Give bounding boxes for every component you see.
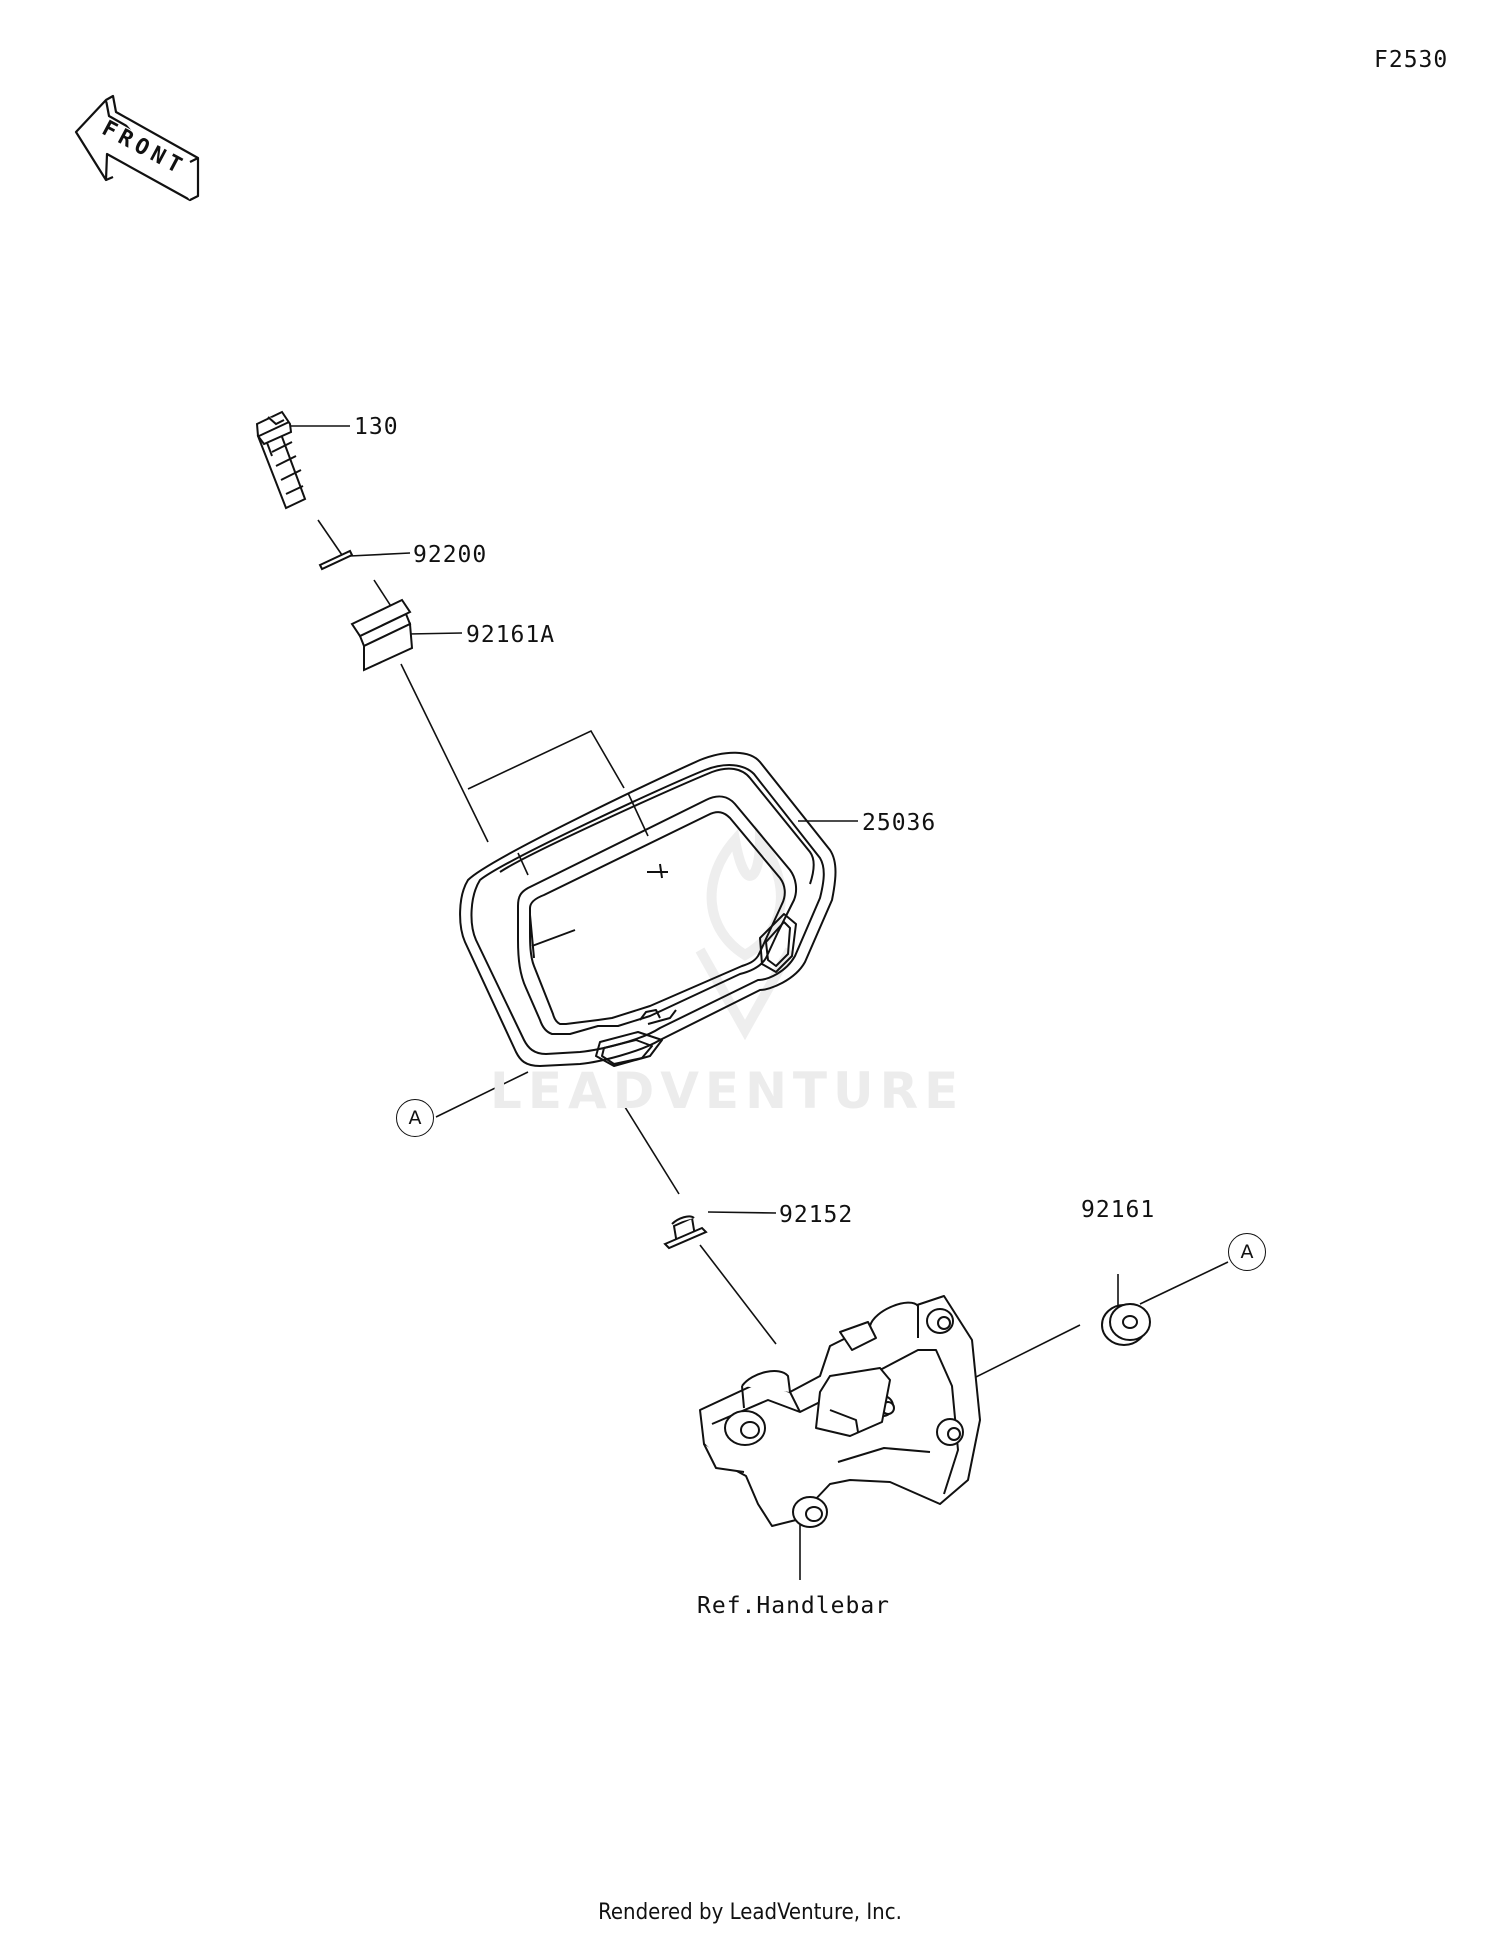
washer-92200 bbox=[318, 549, 354, 571]
part-label-130[interactable]: 130 bbox=[354, 414, 399, 440]
part-label-92152[interactable]: 92152 bbox=[779, 1202, 854, 1228]
meter-assembly-25036 bbox=[459, 751, 837, 1067]
grommet-92161 bbox=[1101, 1303, 1151, 1346]
part-label-handlebar-ref[interactable]: Ref.Handlebar bbox=[697, 1593, 891, 1619]
front-arrow-icon bbox=[74, 94, 200, 202]
collar-92152 bbox=[663, 1215, 708, 1250]
watermark-text: LEADVENTURE bbox=[490, 1062, 965, 1120]
grommet-92161a bbox=[350, 598, 414, 672]
footer-credit: Rendered by LeadVenture, Inc. bbox=[598, 1900, 902, 1925]
part-label-25036[interactable]: 25036 bbox=[862, 810, 937, 836]
leader-lines bbox=[291, 425, 1229, 1580]
callout-a-right: A bbox=[1228, 1233, 1266, 1271]
figure-code: F2530 bbox=[1374, 47, 1449, 73]
part-label-92200[interactable]: 92200 bbox=[413, 542, 488, 568]
part-label-92161a[interactable]: 92161A bbox=[466, 622, 556, 648]
callout-a-left: A bbox=[396, 1099, 434, 1137]
handlebar-holder bbox=[699, 1295, 981, 1528]
bolt-130 bbox=[255, 410, 307, 510]
part-label-92161[interactable]: 92161 bbox=[1081, 1197, 1156, 1223]
